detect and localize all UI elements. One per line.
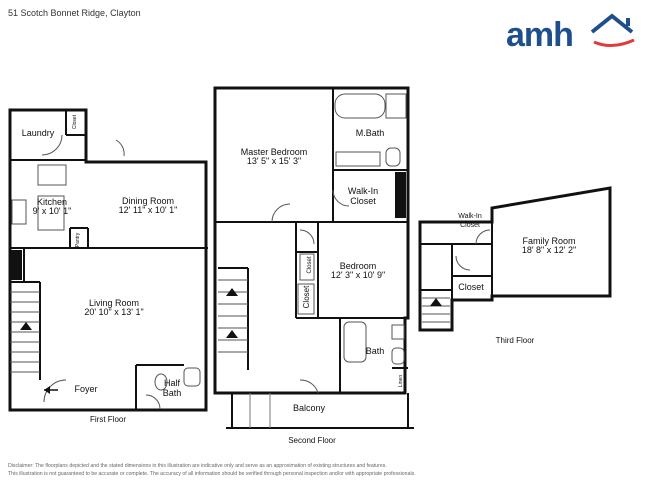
amh-logo: amh (506, 10, 638, 54)
first-floor-title: First Floor (90, 415, 126, 424)
bath-label: Bath (366, 346, 385, 356)
half-bath-label-1: Half (164, 378, 181, 388)
kitchen-label: Kitchen (37, 197, 67, 207)
bedroom-dims: 12' 3" x 10' 9" (331, 270, 385, 280)
third-floor-outline (418, 186, 612, 332)
balcony-label: Balcony (293, 403, 326, 413)
disclaimer-line-1: Disclaimer: The floorplans depicted and … (8, 463, 387, 469)
foyer-label: Foyer (74, 384, 97, 394)
second-floor-title: Second Floor (288, 436, 336, 445)
laundry-label: Laundry (22, 128, 55, 138)
pantry-label: Pantry (75, 232, 81, 247)
disclaimer-line-2: This illustration is not guaranteed to b… (8, 471, 416, 477)
master-bedroom-label: Master Bedroom (241, 147, 308, 157)
third-walkin-label-2: Closet (460, 222, 480, 229)
house-roof-icon (590, 13, 635, 47)
first-closet-label: Closet (72, 114, 78, 129)
bedroom-closet-a: Closet (307, 256, 313, 273)
mbath-label: M.Bath (356, 128, 385, 138)
disclaimer: Disclaimer: The floorplans depicted and … (8, 462, 628, 478)
master-bedroom-dims: 13' 5" x 15' 3" (247, 156, 301, 166)
third-closet-label: Closet (458, 282, 484, 292)
living-label: Living Room (89, 298, 139, 308)
dining-label: Dining Room (122, 196, 174, 206)
dining-dims: 12' 11" x 10' 1" (119, 205, 178, 215)
living-dims: 20' 10" x 13' 1" (84, 307, 143, 317)
walkin-label-1: Walk-In (348, 186, 378, 196)
third-floor-title: Third Floor (496, 336, 535, 345)
half-bath-label-2: Bath (163, 388, 182, 398)
family-room-dims: 18' 8" x 12' 2" (522, 245, 576, 255)
family-room-label: Family Room (522, 236, 575, 246)
linen-label: Linen (398, 375, 404, 387)
bedroom-label: Bedroom (340, 261, 377, 271)
walkin-label-2: Closet (350, 196, 376, 206)
property-address: 51 Scotch Bonnet Ridge, Clayton (8, 8, 141, 18)
third-walkin-label-1: Walk-In (458, 213, 482, 220)
first-floor-outline (8, 108, 208, 412)
bedroom-closet-b: Closet (302, 285, 311, 308)
logo-wordmark: amh (506, 16, 574, 54)
kitchen-dims: 9' x 10' 1" (33, 206, 72, 216)
